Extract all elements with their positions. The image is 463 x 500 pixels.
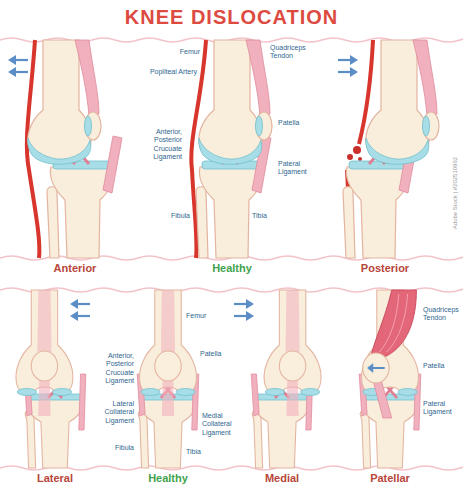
direction-arrow	[70, 311, 90, 321]
part-label: Pateral Ligament	[423, 400, 459, 417]
diagram-title: KNEE DISLOCATION	[0, 6, 463, 29]
direction-arrow	[372, 367, 384, 369]
part-label: Anterior, Posterior Crucuate Ligament	[88, 352, 134, 386]
torn-artery	[347, 154, 353, 160]
part-label: Popliteal Artery	[145, 68, 197, 76]
direction-arrow	[8, 67, 28, 77]
part-label: Femur	[170, 48, 200, 56]
part-label: Tibia	[186, 448, 226, 456]
direction-arrow	[234, 311, 254, 321]
view-caption: Healthy	[118, 472, 218, 484]
watermark: Adobe Stock | #202510962	[452, 133, 458, 253]
part-label: Quadriceps Tendon	[423, 306, 459, 323]
view-caption: Medial	[232, 472, 332, 484]
view-caption: Patellar	[340, 472, 440, 484]
knee-medial	[251, 290, 321, 468]
direction-arrow	[70, 299, 90, 309]
view-caption: Healthy	[182, 262, 282, 274]
quadriceps-muscle	[371, 290, 417, 358]
direction-arrow	[234, 299, 254, 309]
knee-patellar	[359, 290, 421, 468]
torn-artery	[358, 157, 362, 161]
torn-artery	[353, 146, 361, 154]
part-label: Anterior, Posterior Crucuate Ligament	[130, 128, 182, 162]
part-label: Medial Collateral Ligament	[202, 412, 246, 437]
view-caption: Posterior	[335, 262, 435, 274]
part-label: Patella	[278, 119, 318, 127]
muscle-fibres	[379, 294, 407, 352]
knee-healthy-side	[191, 40, 272, 258]
view-caption: Anterior	[25, 262, 125, 274]
direction-arrow	[8, 55, 28, 65]
part-label: Fibula	[88, 444, 134, 452]
part-label: Lateral Collateral Ligament	[88, 400, 134, 425]
patella	[155, 290, 181, 416]
direction-arrow	[338, 67, 358, 77]
knee-posterior	[343, 40, 439, 258]
part-label: Tibia	[252, 212, 282, 220]
view-caption: Lateral	[5, 472, 105, 484]
femur	[362, 290, 419, 396]
femur	[28, 40, 101, 164]
patella	[363, 353, 389, 383]
part-label: Patella	[200, 350, 240, 358]
part-label: Fibula	[150, 212, 190, 220]
knee-anterior	[27, 40, 122, 258]
part-label: Quadriceps Tendon	[270, 44, 322, 61]
femur	[199, 40, 272, 164]
femur	[366, 40, 439, 164]
patellar-ligament	[372, 378, 391, 418]
direction-arrow	[367, 363, 373, 373]
part-label: Pateral Ligament	[278, 160, 326, 177]
patella	[31, 290, 57, 416]
part-label: Patella	[423, 362, 459, 370]
patella	[279, 290, 305, 416]
direction-arrow	[338, 55, 358, 65]
part-label: Femur	[186, 312, 226, 320]
